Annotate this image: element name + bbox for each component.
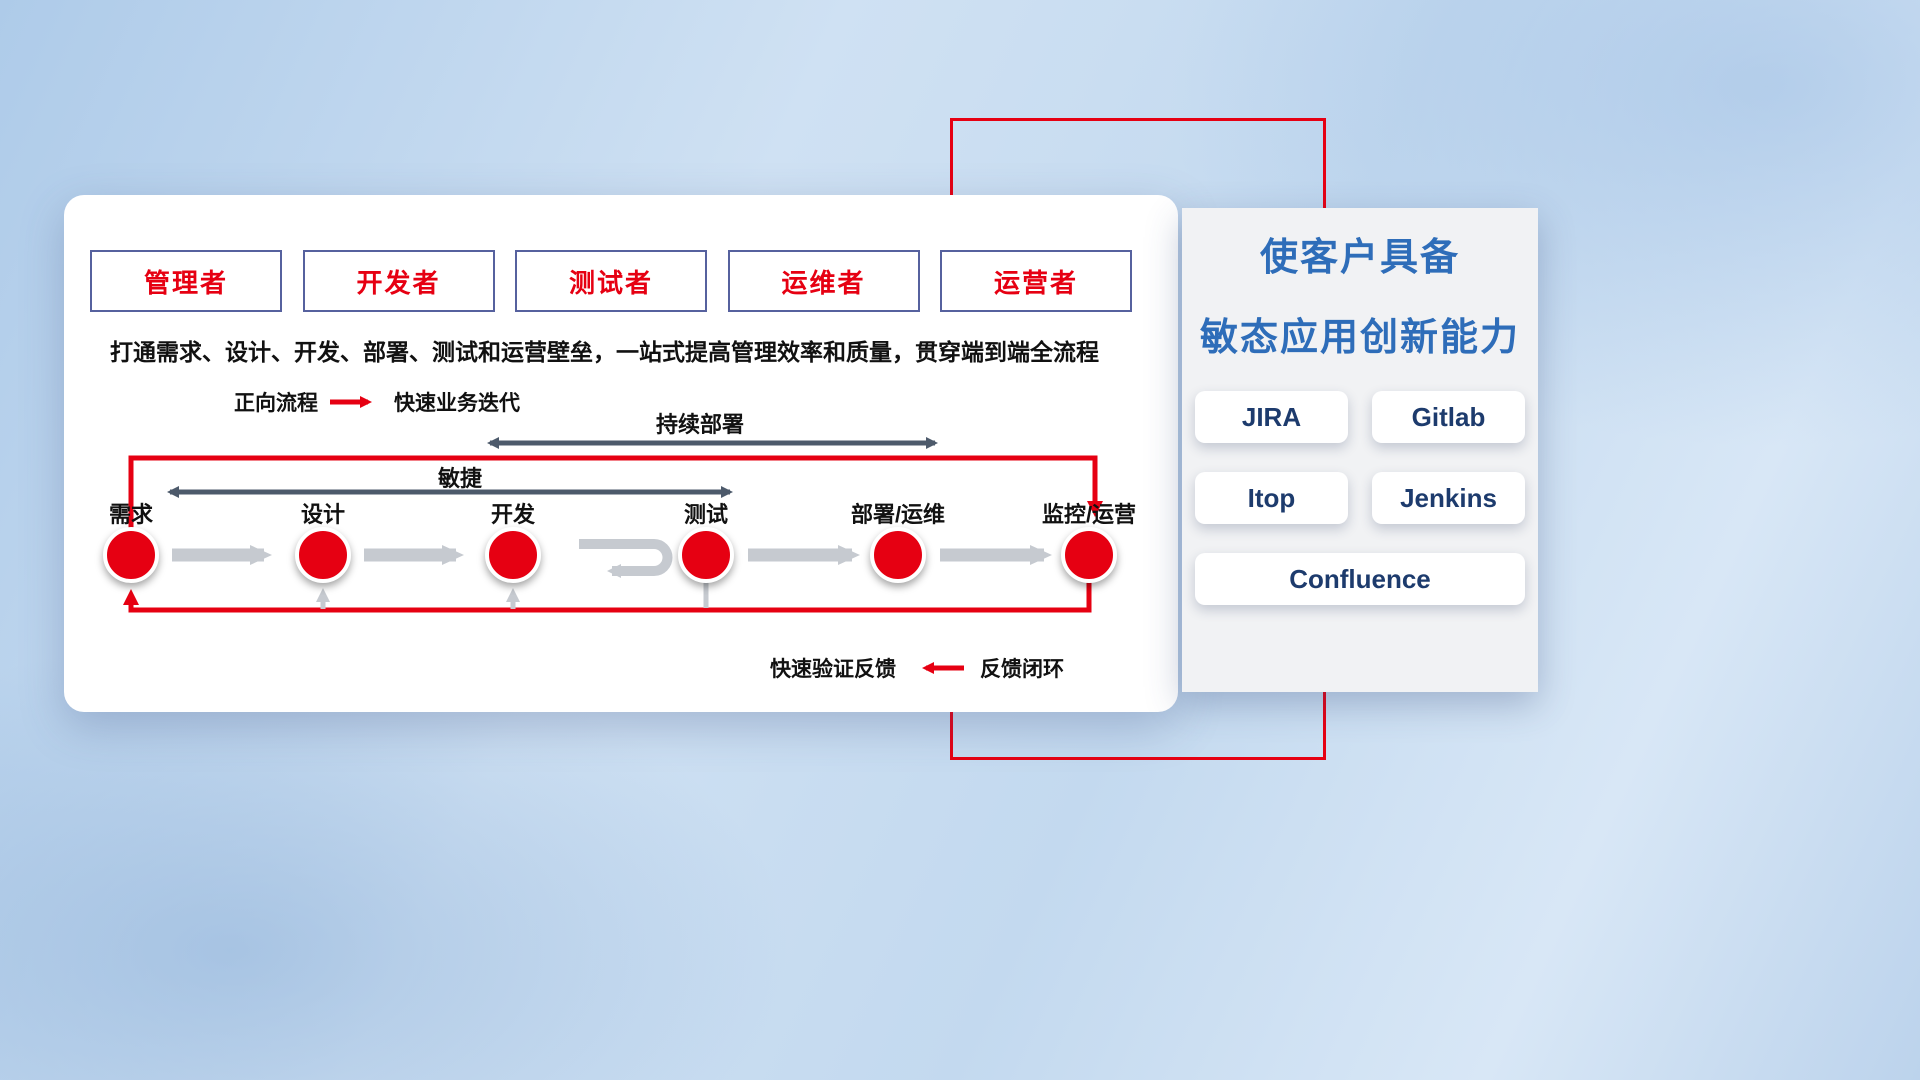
role-label: 管理者 xyxy=(143,267,228,298)
panel-title-line2: 敏态应用创新能力 xyxy=(1199,317,1520,359)
role-label: 运营者 xyxy=(993,267,1078,298)
tools-grid: JIRA Gitlab Itop Jenkins Confluence xyxy=(1195,391,1525,605)
role-label: 测试者 xyxy=(568,267,653,298)
continuous-deploy-label: 持续部署 xyxy=(655,412,745,437)
stage-label-test: 测试 xyxy=(683,502,729,527)
legend-feedback-value: 反馈闭环 xyxy=(980,658,1064,681)
agile-label: 敏捷 xyxy=(437,466,483,491)
tool-chip-gitlab: Gitlab xyxy=(1372,391,1525,443)
stage-label-deploy-ops: 部署/运维 xyxy=(850,502,946,527)
tool-chip-confluence: Confluence xyxy=(1195,553,1525,605)
forward-loop-line xyxy=(128,455,1103,529)
stage-label-develop: 开发 xyxy=(490,502,536,527)
forward-arrow-icon xyxy=(330,396,372,408)
role-box-tester: 测试者 xyxy=(515,250,707,312)
legend-forward-value: 快速业务迭代 xyxy=(394,392,520,415)
flow-diagram xyxy=(103,437,1117,613)
role-box-ops: 运维者 xyxy=(727,250,920,312)
stage-label-requirements: 需求 xyxy=(108,502,154,527)
panel-title-line1: 使客户具备 xyxy=(1259,237,1460,279)
stage-label-design: 设计 xyxy=(300,502,346,527)
role-boxes-row: 管理者 开发者 测试者 运维者 运营者 xyxy=(90,250,1132,312)
tools-panel: 使客户具备 敏态应用创新能力 JIRA Gitlab Itop Jenkins … xyxy=(1182,208,1538,692)
legend-forward-label: 正向流程 xyxy=(234,392,318,415)
stage-circle-deploy-ops xyxy=(870,527,926,583)
stage-circle-requirements xyxy=(103,527,159,583)
feedback-arrow-icon xyxy=(922,662,964,674)
stage-circle-develop xyxy=(485,527,541,583)
flow-description: 打通需求、设计、开发、部署、测试和运营壁垒，一站式提高管理效率和质量，贯穿端到端… xyxy=(110,339,1099,365)
stage-circle-test xyxy=(678,527,734,583)
tool-chip-jenkins: Jenkins xyxy=(1372,472,1525,524)
role-box-operator: 运营者 xyxy=(940,250,1132,312)
role-box-manager: 管理者 xyxy=(90,250,282,312)
devops-flow-card: 管理者 开发者 测试者 运维者 运营者 打通需求、设计、开发、部署、测试和运营壁… xyxy=(64,195,1178,712)
role-label: 开发者 xyxy=(356,267,441,298)
tool-chip-jira: JIRA xyxy=(1195,391,1348,443)
legend-feedback: 快速验证反馈 反馈闭环 xyxy=(770,653,1064,683)
role-label: 运维者 xyxy=(781,267,866,298)
legend-forward: 正向流程 快速业务迭代 xyxy=(234,387,520,417)
iteration-loop-arrow xyxy=(579,539,673,578)
role-box-developer: 开发者 xyxy=(302,250,495,312)
stage-circle-design xyxy=(295,527,351,583)
stage-label-monitor-ops: 监控/运营 xyxy=(1041,502,1137,527)
panel-title: 使客户具备 敏态应用创新能力 xyxy=(1182,236,1538,360)
legend-feedback-label: 快速验证反馈 xyxy=(770,658,896,681)
feedback-loop-line xyxy=(123,581,1092,613)
tool-chip-itop: Itop xyxy=(1195,472,1348,524)
stage-circle-monitor-ops xyxy=(1061,527,1117,583)
